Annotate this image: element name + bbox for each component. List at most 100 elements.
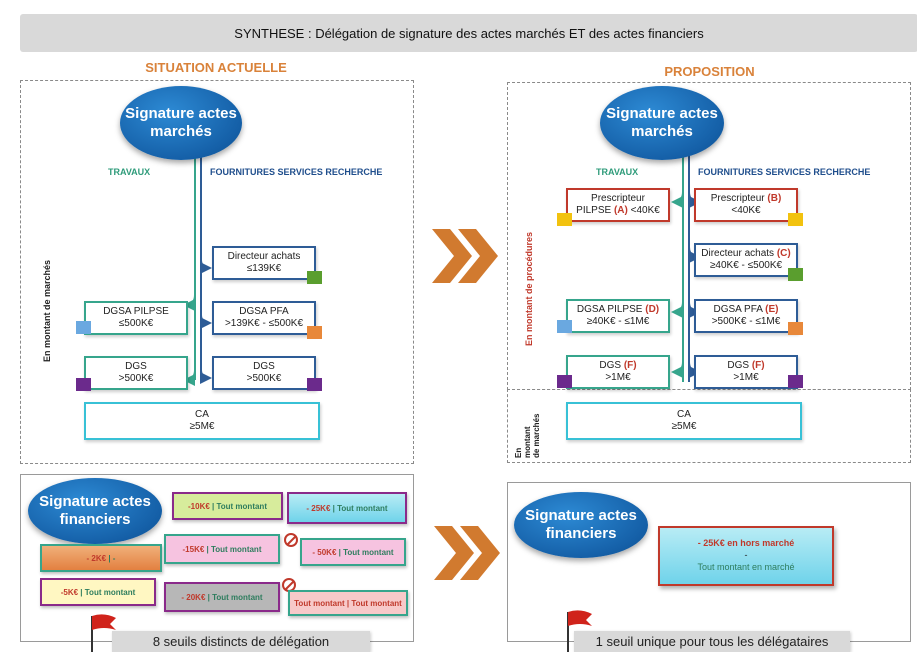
box-line: ≥40K€ - ≤1M€ [586,316,650,327]
chevron-arrow-icon [434,526,500,580]
box-dgsa-pfa: DGSA PFA (E) >500K€ - ≤1M€ [694,299,798,333]
box-line: DGS [253,361,275,372]
color-marker [76,321,91,334]
box-line: CA [195,409,209,420]
color-marker [788,375,803,388]
current-panel [20,80,414,464]
tag-d: (D) [645,304,660,315]
chevron-arrow-icon [432,229,498,283]
col-fsr: FOURNITURES SERVICES RECHERCHE [698,167,871,177]
box-line: DGSA PFA (E) [696,304,796,316]
box-line: ≤139K€ [246,263,282,274]
color-marker [307,271,322,284]
box-line: ≥5M€ [189,421,215,432]
threshold-box: - 25K€ | Tout montant [287,492,407,524]
box-line: >1M€ [733,372,759,383]
ellipse-line1: Signature actes [606,105,718,122]
ellipse-line2: marchés [150,123,212,140]
box-line: Prescripteur [591,193,645,204]
box-line: DGS (F) [696,360,796,372]
text-part: DGSA PFA [713,304,766,315]
text-part: Prescripteur [710,193,768,204]
threshold-amount: -10K€ [188,501,210,511]
ellipse-line2: financiers [545,525,617,542]
threshold-rest: | Tout montant [330,503,388,513]
box-line: Prescripteur (B) [696,193,796,205]
threshold-amount: - 50K€ [312,547,337,557]
caption-current: 8 seuils distincts de délégation [112,631,370,652]
proposition-panel-ca [507,389,911,463]
tag-a: (A) [613,205,628,216]
box-prescripteur-pilpse: Prescripteur PILPSE (A) <40K€ [566,188,670,222]
box-line: ≤500K€ [118,318,154,329]
threshold-rest: | Tout montant [205,592,263,602]
box-dgsa-pilpse: DGSA PILPSE (D) ≥40K€ - ≤1M€ [566,299,670,333]
threshold-amount: - 2K€ [86,553,107,563]
threshold-line: - 25K€ en hors marché [697,538,795,549]
tag-f: (F) [751,360,765,371]
threshold-line: Tout montant en marché [697,561,795,572]
vertical-label: En montant de procédures [524,231,534,346]
prohibited-icon [284,533,298,547]
section-title-proposition: PROPOSITION [664,64,755,79]
text-part: DGS [599,360,624,371]
threshold-rest: | Tout montant [336,547,394,557]
text-part: DGS [727,360,752,371]
box-line: DGS [125,361,147,372]
text-part: PILPSE [576,205,614,216]
ellipse-line1: Signature actes [125,105,237,122]
color-marker [557,320,572,333]
box-dgs-fsr: DGS>500K€ [212,356,316,390]
threshold-rest: | Tout montant [78,587,136,597]
box-line: <40K€ [731,205,761,216]
color-marker [307,326,322,339]
threshold-box: -5K€ | Tout montant [40,578,156,606]
box-line: DGS (F) [568,360,668,372]
box-line: ≥40K€ - ≤500K€ [709,260,783,271]
text-part: <40K€ [627,205,660,216]
box-dgsa-pilpse: DGSA PILPSE≤500K€ [84,301,188,335]
threshold-rest: | Tout montant [344,598,402,608]
threshold-box: - 20K€ | Tout montant [164,582,280,612]
caption-proposition: 1 seuil unique pour tous les délégataire… [574,631,850,652]
single-threshold-box: - 25K€ en hors marché - Tout montant en … [658,526,834,586]
ellipse-line2: financiers [59,511,131,528]
section-title-current: SITUATION ACTUELLE [145,60,287,75]
box-line: DGSA PFA [239,306,289,317]
col-travaux: TRAVAUX [596,167,639,177]
box-line: >500K€ [246,373,282,384]
threshold-box: - 2K€ | - [40,544,162,572]
label-line: de marchés [531,413,541,458]
text-part: DGSA PILPSE [576,304,646,315]
threshold-box: Tout montant | Tout montant [288,590,408,616]
box-line: >139K€ - ≤500K€ [224,318,304,329]
threshold-rest: | Tout montant [209,501,267,511]
box-ca: CA≥5M€ [566,402,802,440]
box-dgs-travaux: DGS (F) >1M€ [566,355,670,389]
color-marker [76,378,91,391]
box-prescripteur: Prescripteur (B) <40K€ [694,188,798,222]
tag-f: (F) [623,360,637,371]
color-marker [788,322,803,335]
box-line: >500K€ - ≤1M€ [711,316,781,327]
box-dgsa-pfa: DGSA PFA>139K€ - ≤500K€ [212,301,316,335]
proposition-flow-lines [671,152,701,382]
box-line: DGSA PILPSE (D) [568,304,668,316]
box-directeur-achats: Directeur achats (C) ≥40K€ - ≤500K€ [694,243,798,277]
tag-b: (B) [767,193,782,204]
threshold-amount: -15K€ [182,544,205,554]
col-fsr: FOURNITURES SERVICES RECHERCHE [210,167,383,177]
box-dgs-travaux: DGS>500K€ [84,356,188,390]
box-line: >500K€ [118,373,154,384]
threshold-line: - [744,550,748,561]
threshold-rest: | - [106,553,116,563]
box-line: PILPSE (A) <40K€ [568,205,668,217]
vertical-label-ca: En montant de marchés [514,413,541,458]
box-ca: CA≥5M€ [84,402,320,440]
box-line: ≥5M€ [671,421,697,432]
text-part: Directeur achats [701,248,777,259]
